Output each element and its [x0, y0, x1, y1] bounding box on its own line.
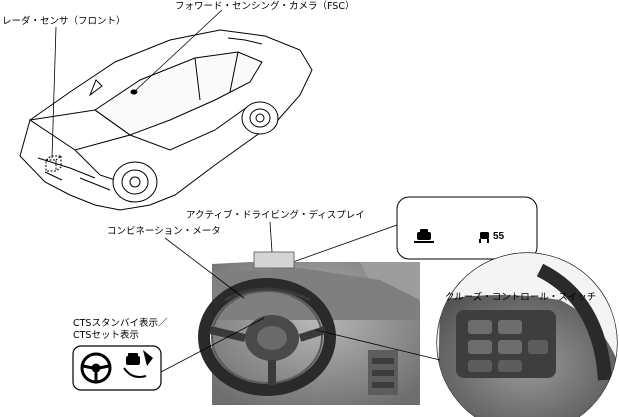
cts-set-icon [123, 350, 153, 378]
switch-leader-line [315, 329, 441, 361]
cruise-set-speed-icon [479, 232, 489, 243]
cruise-switch-photo [437, 253, 617, 417]
cruise-switch-label: クルーズ・コントロール・スイッチ [445, 292, 597, 303]
set-speed-readout: 55 [493, 231, 505, 242]
dashboard-photo [198, 251, 420, 405]
forward-camera-label: フォワード・センシング・カメラ（FSC） [175, 1, 355, 12]
display-leader-line [292, 224, 398, 263]
radar-leader-line [51, 26, 57, 159]
cts-indicator-label-line2: CTSセット表示 [73, 330, 139, 341]
active-driving-display-label: アクティブ・ドライビング・ディスプレイ [186, 210, 365, 221]
steering-wheel-icon [80, 352, 112, 384]
radar-sensor-label: レーダ・センサ（フロント） [2, 16, 126, 27]
combination-meter-label: コンビネーション・メータ [107, 226, 221, 237]
car-illustration [19, 29, 313, 211]
radar-sensor-marker [45, 155, 63, 172]
vehicle-ahead-icon [414, 229, 434, 243]
display-label-leader [269, 221, 273, 253]
cts-indicator-label-line1: CTSスタンバイ表示／ [73, 318, 168, 329]
meter-leader-line [164, 237, 245, 299]
active-driving-display-unit [253, 251, 295, 269]
active-driving-display-box [396, 196, 538, 260]
camera-leader-line [135, 9, 223, 91]
cts-leader-line [160, 317, 265, 373]
